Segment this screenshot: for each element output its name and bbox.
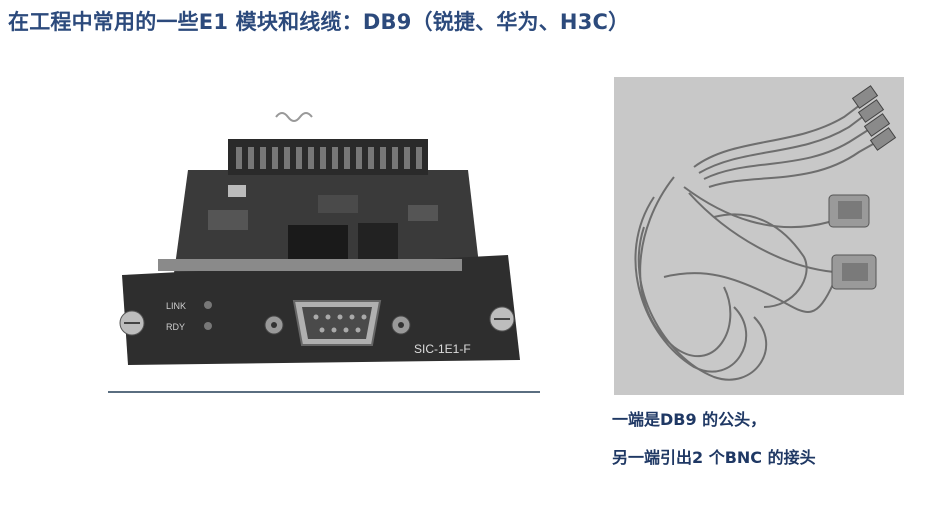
led-label-link: LINK xyxy=(166,301,186,311)
caption-bnc-ends: 另一端引出2 个BNC 的接头 xyxy=(612,448,816,467)
caption-db9-male: 一端是DB9 的公头， xyxy=(612,410,767,429)
e1-module-photo: LINK RDY SIC-1E1-F xyxy=(108,95,540,395)
led-label-rdy: RDY xyxy=(166,322,185,332)
e1-cable-photo xyxy=(614,77,904,395)
model-label: SIC-1E1-F xyxy=(414,342,471,356)
slide-title: 在工程中常用的一些E1 模块和线缆：DB9（锐捷、华为、H3C） xyxy=(8,10,630,34)
